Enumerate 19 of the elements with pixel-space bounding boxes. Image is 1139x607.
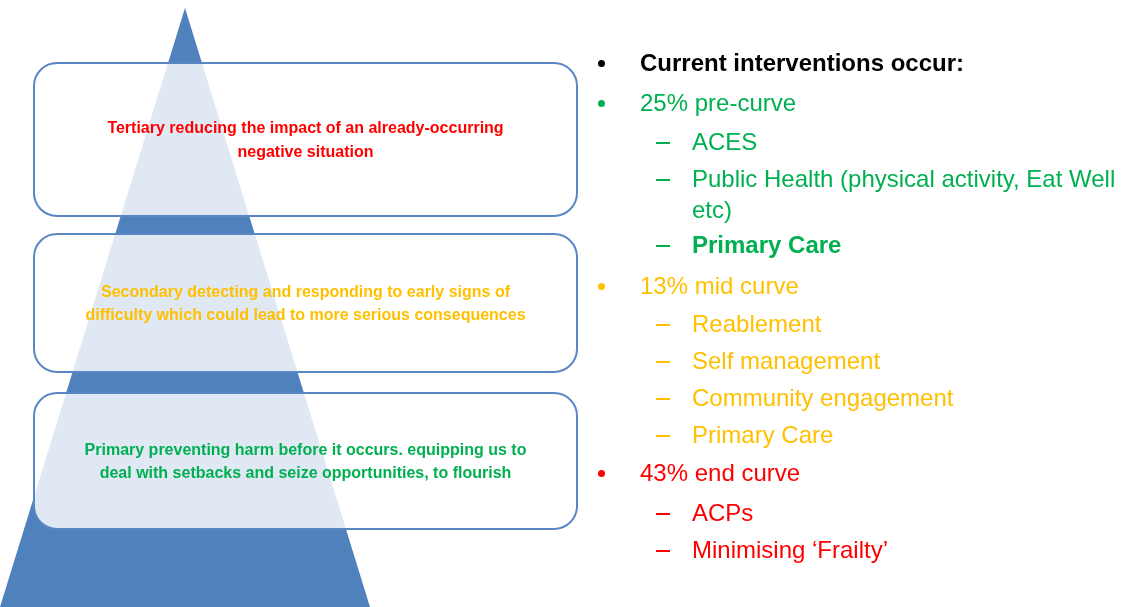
level-box <box>33 62 578 217</box>
list-item: ACES <box>692 127 759 157</box>
list-heading: 43% end curve <box>640 458 802 488</box>
list-item: Primary Care <box>692 230 843 260</box>
list-item: Reablement <box>692 309 823 339</box>
list-item: Primary Care <box>692 420 835 450</box>
list-item: Self management <box>692 346 882 376</box>
level-description: Secondary detecting and responding to early signs of difficulty which could lead to more serious consequences <box>84 281 527 325</box>
list-heading: 13% mid curve <box>640 271 800 301</box>
list-item: Public Health (physical activity, Eat Well etc) <box>692 164 1117 225</box>
level-box <box>33 233 578 373</box>
list-item: Minimising ‘Frailty’ <box>692 535 890 565</box>
list-item: Community engagement <box>692 383 955 413</box>
list-heading: Current interventions occur: <box>640 48 966 78</box>
list-heading: 25% pre-curve <box>640 88 798 118</box>
level-description: Tertiary reducing the impact of an already-occurring negative situation <box>106 118 505 162</box>
list-item: ACPs <box>692 498 755 528</box>
level-description: Primary preventing harm before it occurs. equipping us to deal with setbacks and seize opportunities, to flourish <box>83 439 528 483</box>
level-box <box>33 392 578 530</box>
